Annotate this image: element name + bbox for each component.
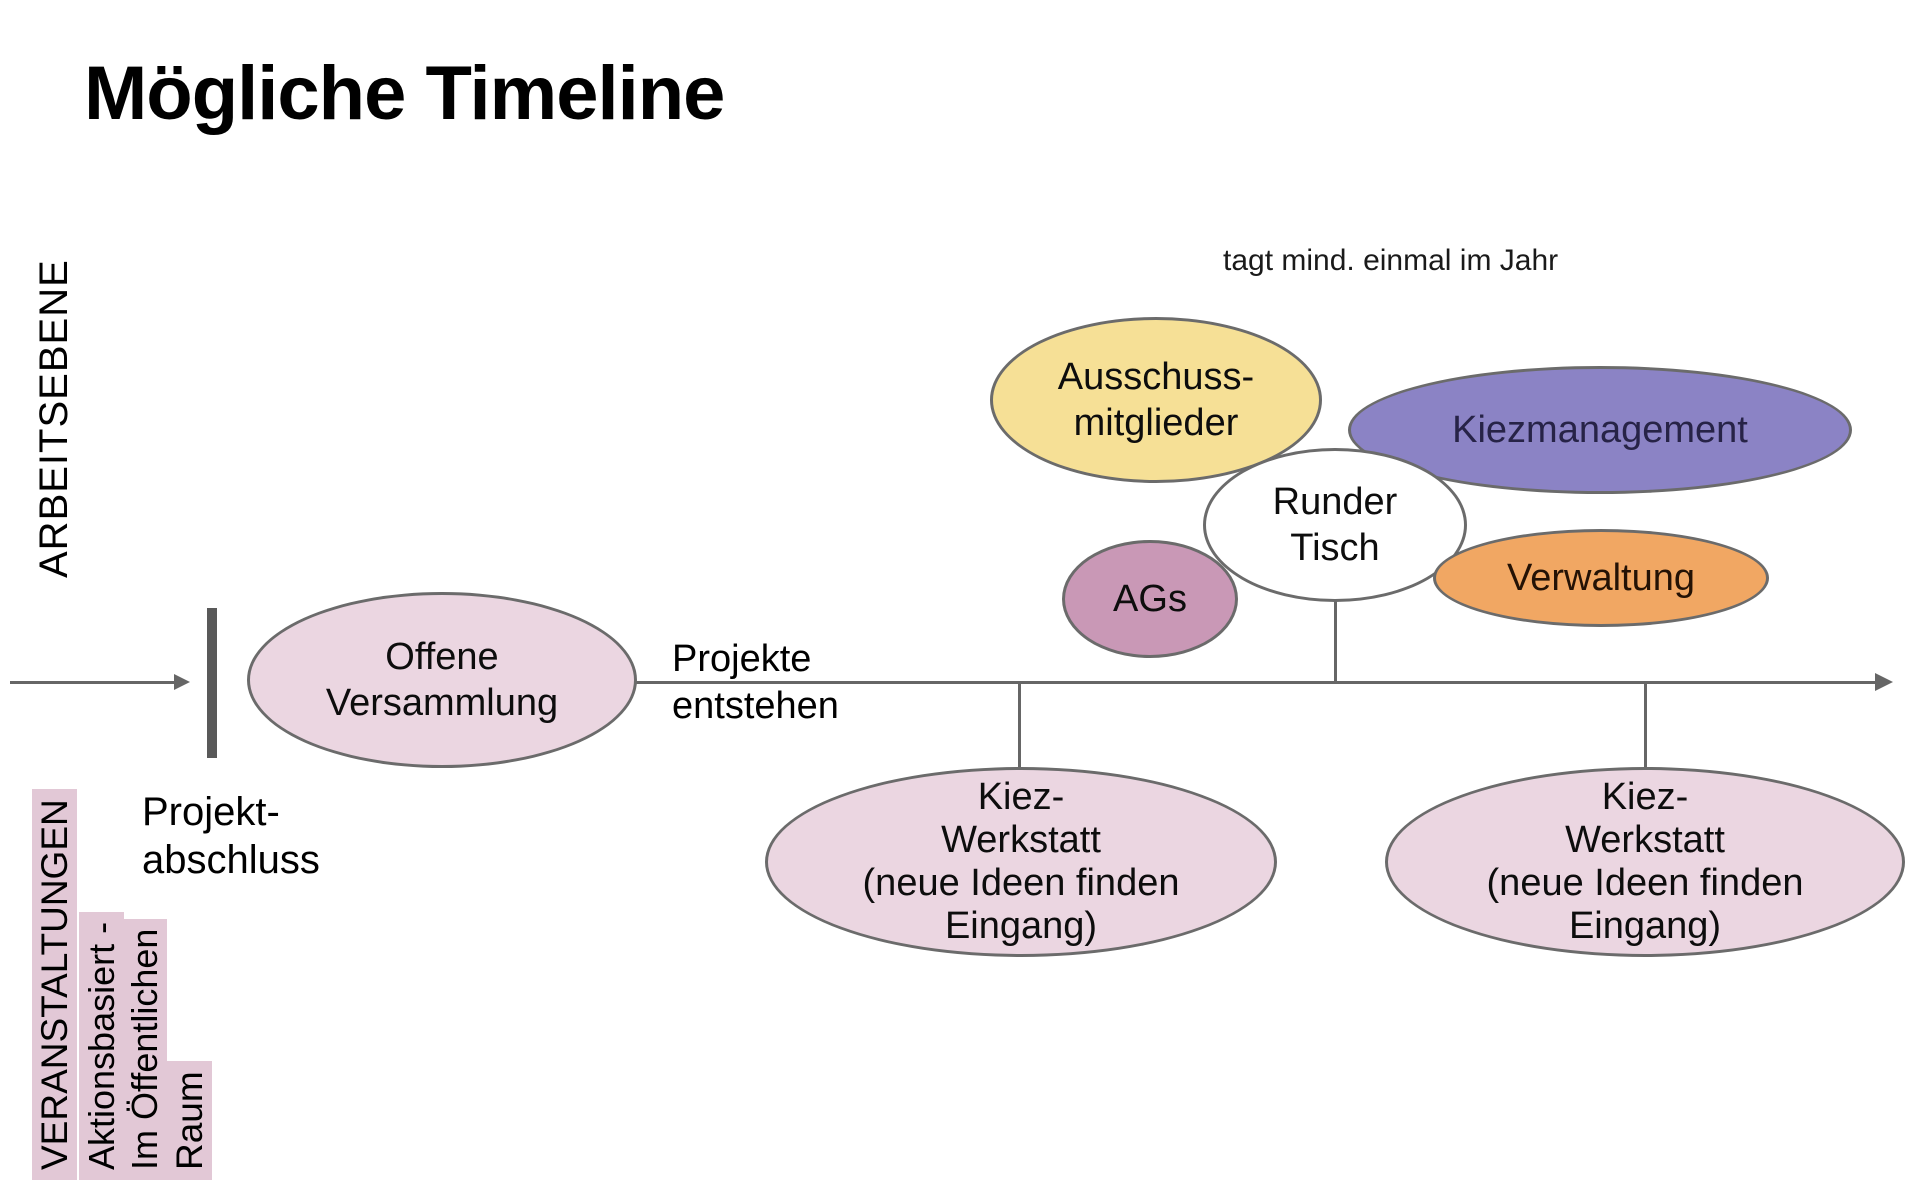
node-label-line: AGs <box>1113 578 1187 620</box>
event-label-raum: Raum <box>167 1061 212 1180</box>
node-label-line: mitglieder <box>1073 402 1239 444</box>
node-kiezmanagement: Kiezmanagement <box>1348 366 1852 494</box>
node-label-line: (neue Ideen finden <box>862 862 1180 904</box>
connector-runder-tisch <box>1334 600 1337 684</box>
label-projekt-abschluss: Projekt- abschluss <box>142 788 320 884</box>
node-label-line: Kiez- <box>1601 776 1689 818</box>
timeline-arrowhead-icon <box>1875 673 1893 691</box>
label-line: entstehen <box>672 685 839 727</box>
connector-kiez-werkstatt-2 <box>1644 683 1647 767</box>
entry-arrowhead-icon <box>174 674 190 690</box>
label-line: Projekte <box>672 638 812 680</box>
node-label-line: Kiezmanagement <box>1452 409 1748 451</box>
node-runder-tisch: Runder Tisch <box>1203 448 1467 602</box>
node-label-line: (neue Ideen finden <box>1486 862 1804 904</box>
timeline-axis <box>634 681 1878 684</box>
node-label-line: Werkstatt <box>1565 819 1725 861</box>
project-end-bar <box>207 608 217 758</box>
connector-kiez-werkstatt-1 <box>1018 683 1021 769</box>
node-verwaltung: Verwaltung <box>1433 529 1769 627</box>
left-axis-label: ARBEITSEBENE <box>32 259 76 578</box>
node-offene-versammlung: Offene Versammlung <box>247 592 637 768</box>
node-label-line: Verwaltung <box>1506 557 1695 599</box>
node-label-line: Kiez- <box>977 776 1065 818</box>
page-title: Mögliche Timeline <box>84 51 725 136</box>
node-ags: AGs <box>1062 540 1238 658</box>
node-label-line: Eingang) <box>1568 905 1722 947</box>
node-ausschussmitglieder: Ausschuss- mitglieder <box>990 317 1322 483</box>
node-label-line: Eingang) <box>944 905 1098 947</box>
annotation-tagt-einmal-im-jahr: tagt mind. einmal im Jahr <box>1223 244 1559 277</box>
node-label-line: Ausschuss- <box>1057 356 1255 398</box>
event-label-aktionsbasiert: Aktionsbasiert - <box>79 911 124 1180</box>
event-label-veranstaltungen: VERANSTALTUNGEN <box>32 789 77 1180</box>
node-kiez-werkstatt-1: Kiez- Werkstatt (neue Ideen finden Einga… <box>765 767 1277 957</box>
node-kiez-werkstatt-2: Kiez- Werkstatt (neue Ideen finden Einga… <box>1385 767 1905 957</box>
node-label-line: Offene <box>385 636 499 678</box>
node-label-line: Versammlung <box>325 682 559 724</box>
entry-arrow-line <box>10 681 176 684</box>
label-projekte-entstehen: Projekte entstehen <box>672 636 839 730</box>
label-line: abschluss <box>142 838 320 882</box>
node-label-line: Runder <box>1272 481 1398 523</box>
node-label-line: Tisch <box>1290 527 1380 569</box>
node-label-line: Werkstatt <box>941 819 1101 861</box>
event-label-im-oeffentlichen: Im Öffentlichen <box>122 918 167 1180</box>
label-line: Projekt- <box>142 790 280 834</box>
